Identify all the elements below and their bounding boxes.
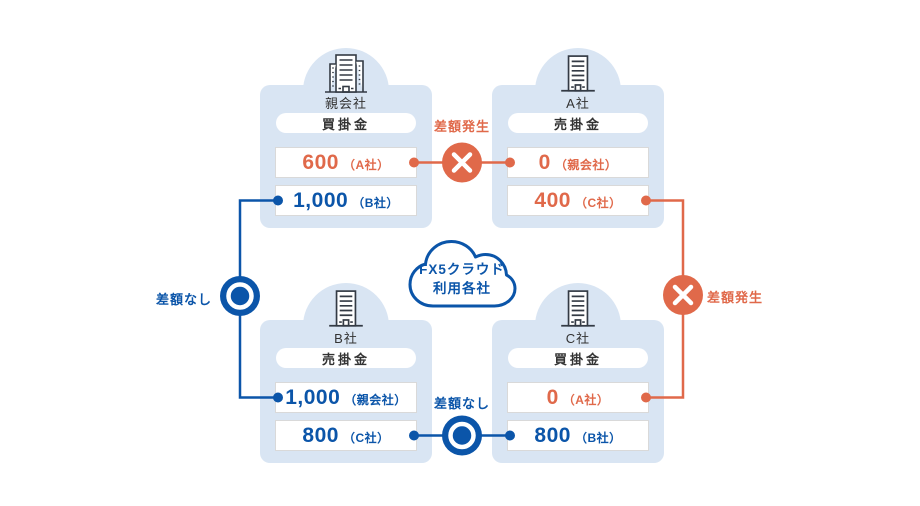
amount-value: 1,000: [285, 386, 341, 409]
amount-row: 0 （親会社）: [507, 147, 649, 178]
cloud-label-line2: 利用各社: [433, 281, 491, 296]
amount-row: 400 （C社）: [507, 185, 649, 216]
amount-row: 800 （B社）: [507, 420, 649, 451]
company-name: C社: [565, 331, 591, 346]
counterparty-label: （親会社）: [554, 158, 618, 172]
amount-value: 800: [302, 424, 339, 447]
office-building-icon: [492, 52, 664, 98]
match-icon: [442, 415, 482, 456]
amount-row: 0 （A社）: [507, 382, 649, 413]
counterparty-label: （C社）: [574, 196, 622, 210]
counterparty-label: （C社）: [342, 431, 390, 445]
fx5-cloud: FX5クラウド 利用各社: [403, 236, 521, 314]
account-type-label: 買掛金: [508, 348, 648, 368]
status-label-match-left: 差額なし: [155, 292, 212, 307]
account-type-label: 売掛金: [508, 113, 648, 133]
status-label-match-bottom: 差額なし: [433, 396, 490, 411]
account-type-label: 売掛金: [276, 348, 416, 368]
counterparty-label: （A社）: [342, 158, 390, 172]
amount-value: 800: [534, 424, 571, 447]
company-name: 親会社: [324, 96, 367, 111]
amount-value: 0: [538, 151, 551, 174]
status-label-mismatch-top: 差額発生: [433, 119, 490, 134]
amount-row: 1,000 （B社）: [275, 185, 417, 216]
counterparty-label: （B社）: [352, 196, 399, 210]
mismatch-icon: [442, 142, 482, 183]
amount-row: 600 （A社）: [275, 147, 417, 178]
card-company-a: A社 売掛金 0 （親会社） 400 （C社）: [492, 48, 664, 228]
cloud-icon: [408, 240, 517, 308]
status-label-mismatch-right: 差額発生: [707, 290, 764, 305]
cloud-label: FX5クラウド 利用各社: [403, 236, 521, 308]
headquarters-building-icon: [260, 52, 432, 98]
amount-value: 0: [546, 386, 559, 409]
mismatch-icon: [663, 275, 703, 315]
card-company-b: B社 売掛金 1,000 （親会社） 800 （C社）: [260, 283, 432, 463]
amount-row: 800 （C社）: [275, 420, 417, 451]
amount-value: 400: [534, 189, 571, 212]
company-name: A社: [566, 96, 590, 111]
amount-value: 600: [302, 151, 339, 174]
office-building-icon: [492, 287, 664, 333]
company-name: B社: [334, 331, 358, 346]
card-company-c: C社 買掛金 0 （A社） 800 （B社）: [492, 283, 664, 463]
counterparty-label: （A社）: [562, 393, 610, 407]
match-icon: [220, 276, 260, 316]
account-type-label: 買掛金: [276, 113, 416, 133]
counterparty-label: （親会社）: [344, 393, 407, 407]
counterparty-label: （B社）: [574, 431, 622, 445]
cloud-label-line1: FX5クラウド: [419, 262, 505, 277]
office-building-icon: [260, 287, 432, 333]
amount-row: 1,000 （親会社）: [275, 382, 417, 413]
card-parent-company: 親会社 買掛金 600 （A社） 1,000 （B社）: [260, 48, 432, 228]
amount-value: 1,000: [293, 189, 349, 212]
